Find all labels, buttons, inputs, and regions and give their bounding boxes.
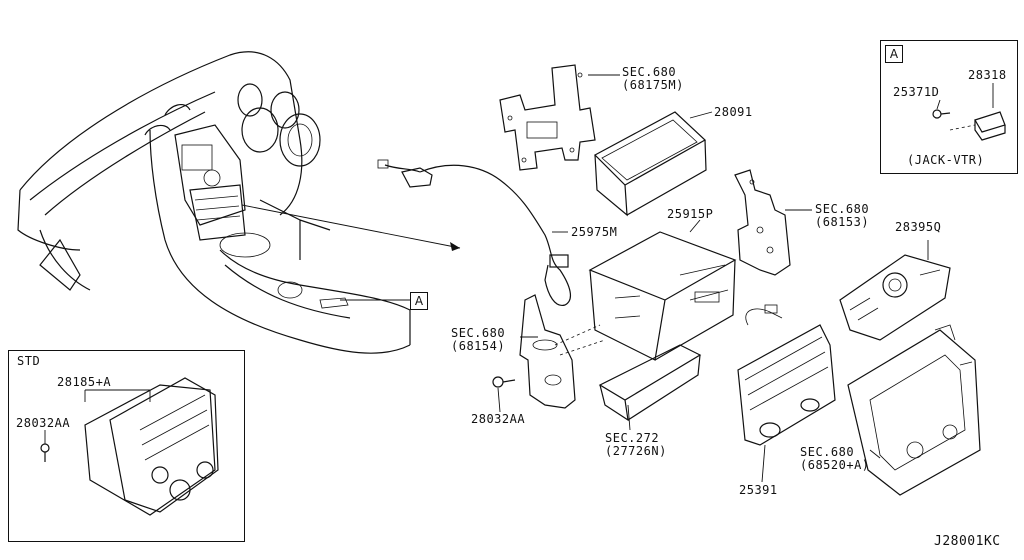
bracket-68153-drawing <box>734 169 791 276</box>
label-25915p: 25915P <box>667 207 714 221</box>
leader-25915p <box>689 219 701 233</box>
assembly-arrow-head <box>450 242 460 251</box>
module-27726n-drawing <box>598 344 702 422</box>
bracket-68175m-drawing <box>499 64 596 171</box>
display-28091-drawing <box>594 111 707 217</box>
label-28185a: 28185+A <box>57 375 112 389</box>
leader-25391 <box>761 444 766 483</box>
bezel-68520a-drawing <box>847 324 981 496</box>
bracket-68154-drawing <box>519 294 576 409</box>
label-28091: 28091 <box>714 105 753 119</box>
label-28032aa-std: 28032AA <box>16 416 71 430</box>
harness-25975m-drawing <box>377 159 572 306</box>
label-sec272-27726n: SEC.272 (27726N) <box>605 431 667 458</box>
label-28395q: 28395Q <box>895 220 942 234</box>
leader-28185a <box>84 389 151 402</box>
label-sec680-68175m: SEC.680 (68175M) <box>622 65 684 92</box>
label-sec680-68154: SEC.680 (68154) <box>451 326 506 353</box>
detail-a-box <box>880 40 1018 174</box>
diagram-code: J28001KC <box>934 534 1001 549</box>
dashboard-drawing <box>17 51 411 354</box>
leader-68520a <box>869 449 881 459</box>
label-25371d: 25371D <box>893 85 940 99</box>
label-jack-vtr: (JACK-VTR) <box>907 153 985 167</box>
label-sec680-68520a: SEC.680 (68520+A) <box>800 445 870 472</box>
label-25975m: 25975M <box>571 225 618 239</box>
detail-a-tag: A <box>885 45 903 63</box>
mount-dashes <box>554 324 606 356</box>
detail-a-drawing <box>932 109 1006 141</box>
screw-28032aa-drawing <box>492 376 516 388</box>
leader-28032aa <box>497 387 501 413</box>
label-28032aa: 28032AA <box>471 412 526 426</box>
control-panel-25391-drawing <box>737 304 836 446</box>
leader-25371d <box>936 99 941 110</box>
label-28318: 28318 <box>968 68 1007 82</box>
controller-28395q-drawing <box>839 254 951 341</box>
leader-28091 <box>689 111 713 119</box>
std-unit-drawing <box>40 377 219 516</box>
assembly-arrow <box>241 204 461 249</box>
std-inset-box <box>8 350 245 542</box>
label-sec680-68153: SEC.680 (68153) <box>815 202 870 229</box>
leader-27726n <box>627 404 631 431</box>
std-label: STD <box>17 354 41 368</box>
detail-a-callout-tag: A <box>410 292 428 310</box>
unit-25915p-drawing <box>588 231 737 361</box>
label-25391: 25391 <box>739 483 778 497</box>
